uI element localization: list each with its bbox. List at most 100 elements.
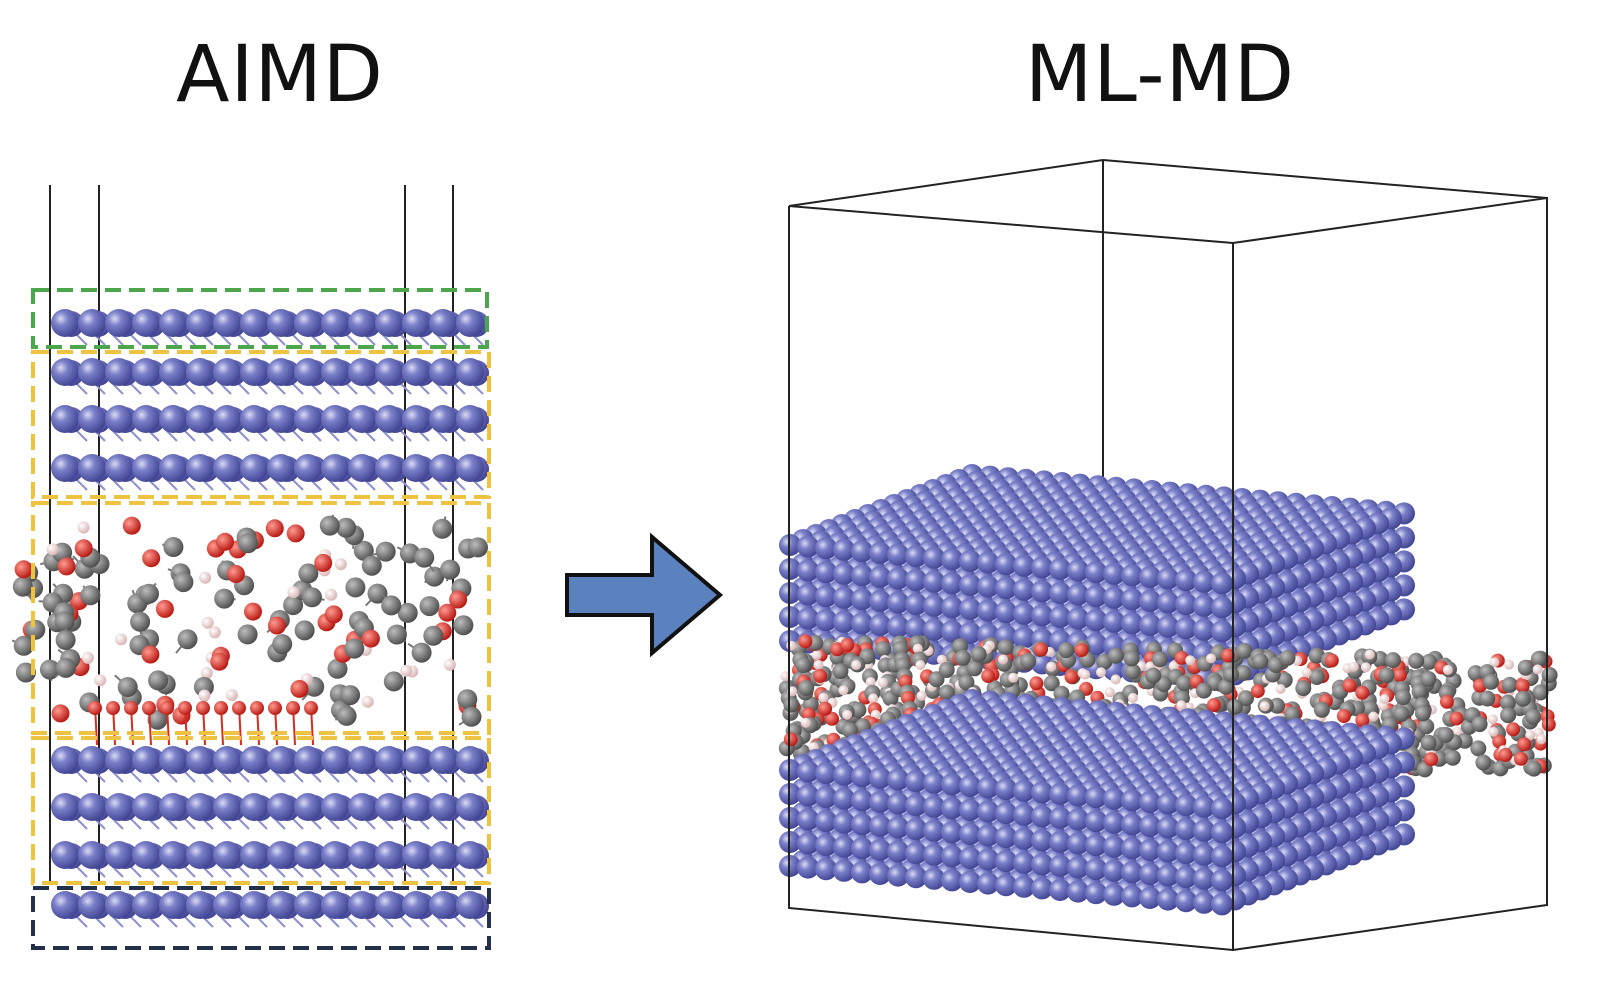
oxygen-atom (124, 701, 138, 715)
metal-atom (923, 618, 945, 641)
metal-atom (240, 793, 268, 821)
oxygen-atom (1250, 684, 1265, 699)
hydrogen-atom (1080, 669, 1091, 680)
metal-atom (1193, 618, 1215, 641)
hydrogen-atom (1008, 672, 1019, 683)
metal-atom (51, 746, 79, 774)
oxygen-atom (196, 701, 210, 715)
hydrogen-atom (334, 558, 347, 571)
metal-atom (132, 841, 160, 869)
metal-atom (213, 793, 241, 821)
carbon-atom (1471, 716, 1488, 733)
metal-atom (815, 585, 837, 608)
metal-atom (348, 405, 376, 433)
metal-atom (1031, 556, 1053, 579)
metal-atom (977, 599, 999, 622)
carbon-atom (457, 689, 478, 710)
metal-atom (995, 553, 1017, 576)
metal-atom (429, 309, 457, 337)
carbon-atom (214, 588, 235, 609)
metal-atom (348, 358, 376, 386)
metal-atom (159, 309, 187, 337)
carbon-atom (1420, 734, 1437, 751)
hydrogen-atom (200, 667, 213, 679)
metal-atom (1139, 614, 1161, 636)
oxygen-atom (361, 629, 380, 648)
hydrogen-atom (1487, 714, 1498, 725)
carbon-atom (1395, 689, 1412, 706)
carbon-atom (1501, 676, 1518, 693)
hydrogen-atom (400, 664, 413, 677)
metal-atom (959, 550, 981, 572)
carbon-atom (1226, 698, 1243, 715)
carbon-atom (938, 662, 955, 678)
oxygen-atom (1517, 737, 1532, 752)
metal-atom (1049, 606, 1071, 628)
carbon-atom (13, 635, 34, 656)
metal-atom (294, 841, 322, 869)
metal-atom (51, 405, 79, 433)
oxygen-atom (1355, 685, 1370, 700)
metal-atom (348, 891, 376, 919)
metal-atom (869, 542, 891, 564)
metal-atom (159, 454, 187, 482)
metal-atom (267, 891, 295, 919)
hydrogen-atom (443, 658, 456, 671)
hydrogen-atom (1504, 659, 1515, 670)
metal-atom (321, 309, 349, 337)
metal-atom (923, 594, 945, 617)
metal-atom (321, 405, 349, 433)
ml-md-panel (778, 159, 1558, 952)
metal-atom (429, 454, 457, 482)
metal-atom (213, 841, 241, 869)
metal-atom (941, 548, 963, 571)
oxygen-atom (226, 565, 245, 583)
oxygen-atom (1513, 751, 1528, 766)
carbon-atom (1279, 649, 1296, 666)
metal-atom (456, 841, 484, 869)
hydrogen-atom (838, 685, 849, 696)
metal-atom (1103, 610, 1125, 633)
oxygen-atom (438, 603, 457, 622)
metal-atom (1013, 578, 1035, 601)
carbon-atom (1269, 697, 1285, 714)
metal-atom (1067, 607, 1089, 630)
metal-atom (959, 622, 981, 644)
metal-atom (51, 309, 79, 337)
metal-atom (348, 454, 376, 482)
carbon-atom (1313, 701, 1330, 718)
hydrogen-atom (1301, 667, 1312, 678)
metal-atom (797, 583, 819, 606)
carbon-atom (147, 709, 168, 730)
carbon-atom (25, 619, 46, 640)
oxygen-atom (1449, 711, 1464, 726)
oxygen-atom (1336, 709, 1351, 724)
metal-atom (851, 564, 873, 587)
metal-atom (240, 841, 268, 869)
hydrogen-atom (1104, 687, 1115, 698)
oxygen-atom (232, 701, 246, 715)
oxygen-atom (244, 602, 262, 621)
carbon-atom (283, 595, 304, 616)
carbon-atom (375, 541, 396, 562)
metal-atom (105, 746, 133, 774)
metal-atom (213, 358, 241, 386)
carbon-atom (970, 646, 987, 663)
oxygen-atom (88, 701, 102, 715)
hydrogen-atom (1489, 657, 1500, 668)
hydrogen-atom (225, 689, 238, 702)
carbon-atom (1235, 665, 1252, 681)
metal-atom (402, 746, 430, 774)
metal-atom (159, 358, 187, 386)
carbon-atom (1058, 642, 1075, 659)
metal-atom (240, 891, 268, 919)
metal-atom (1157, 615, 1179, 638)
metal-atom (213, 309, 241, 337)
metal-atom (267, 841, 295, 869)
carbon-atom (294, 620, 315, 641)
metal-atom (78, 891, 106, 919)
metal-atom (105, 793, 133, 821)
metal-atom (240, 309, 268, 337)
hydrogen-atom (1442, 664, 1453, 675)
metal-atom (186, 454, 214, 482)
